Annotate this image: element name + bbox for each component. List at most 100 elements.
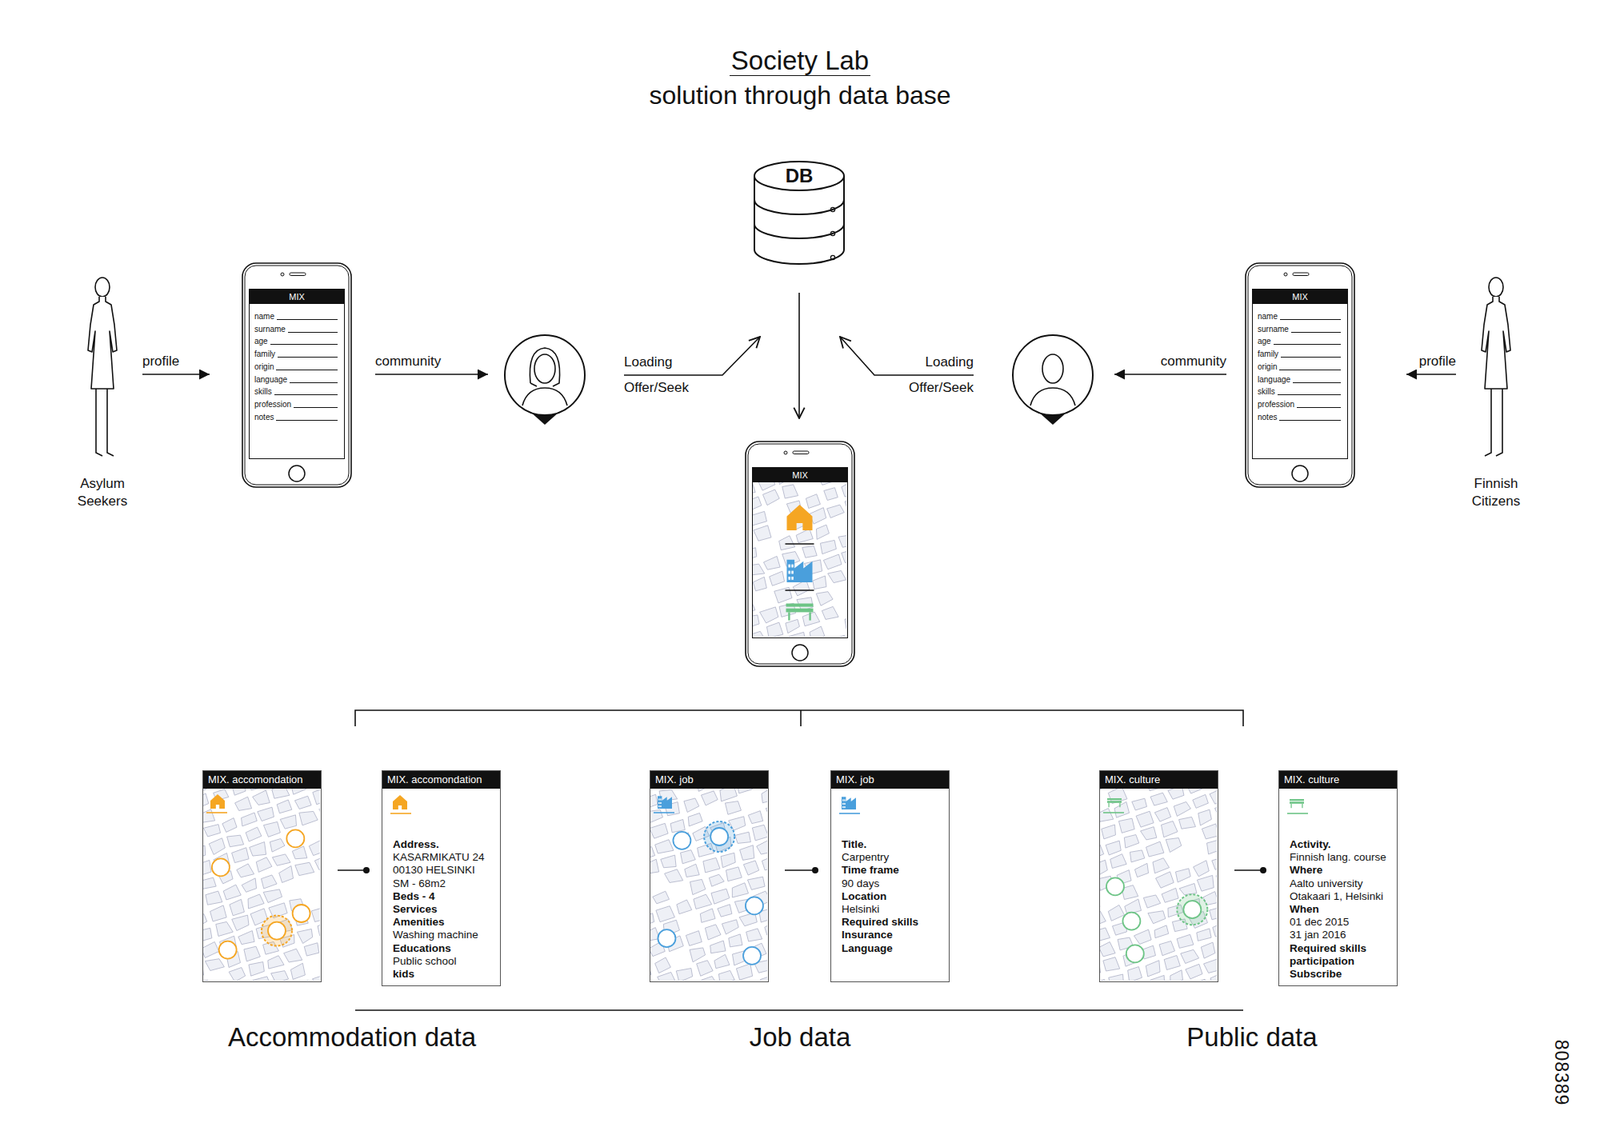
map-block (245, 893, 265, 909)
form-field-line (1273, 344, 1341, 345)
map-block (784, 619, 801, 633)
house-shape (210, 794, 225, 809)
map-block (268, 838, 286, 853)
bench-seat (1107, 800, 1122, 804)
phone-shell (745, 441, 855, 667)
house-shape (787, 504, 813, 531)
map-block (248, 842, 268, 860)
map-block (203, 977, 211, 981)
form-field-line (1291, 332, 1341, 333)
map-halo (261, 916, 292, 947)
map-block (781, 483, 799, 500)
map-block (1216, 937, 1218, 953)
map-block (1174, 868, 1192, 883)
form-field-line (288, 332, 338, 333)
factory-shape (657, 796, 672, 809)
map-block (1152, 925, 1170, 939)
base-line (355, 1009, 1244, 1012)
map-block (764, 921, 768, 936)
phone-speaker (1292, 272, 1309, 276)
card-body: Activity.Finnish lang. courseWhereAalto … (1289, 838, 1394, 981)
map-block (1145, 841, 1164, 858)
connector (1234, 869, 1264, 872)
factory-window (788, 571, 791, 575)
map-block (708, 873, 724, 887)
map-block (247, 960, 266, 977)
map-view (203, 788, 320, 981)
map-block (813, 524, 830, 540)
map-block (1108, 853, 1127, 869)
map-block (756, 482, 776, 492)
factory-window (842, 806, 844, 808)
map-halo (704, 821, 735, 852)
map-block (688, 878, 707, 896)
map-block (777, 535, 796, 552)
profile-phone: MIXnamesurnameagefamilyoriginlanguageski… (241, 262, 352, 488)
map-block (1160, 820, 1178, 838)
map-block (231, 848, 250, 864)
field-value: 90 days (841, 877, 946, 891)
map-block (236, 863, 255, 880)
map-block (700, 790, 718, 806)
connector (1406, 373, 1456, 376)
map-block (1133, 929, 1152, 945)
form-field-label: surname (1252, 324, 1289, 335)
map-card: MIX. job (649, 770, 769, 983)
map-block (724, 866, 743, 883)
map-block (271, 968, 289, 981)
map-block (257, 807, 276, 822)
form-field-label: language (249, 375, 288, 385)
menu-divider (785, 589, 815, 592)
avatar-circle (504, 335, 585, 416)
bench-leg (1301, 804, 1303, 808)
house-icon (392, 795, 408, 810)
form-field-label: skills (249, 387, 272, 397)
form-row: skills (1252, 385, 1348, 397)
map-block (1100, 788, 1104, 794)
card-header: MIX. accomondation (382, 771, 500, 789)
field-heading: Title. (841, 838, 946, 852)
person-figure: Finnish Citizens (1456, 275, 1536, 516)
factory-icon (841, 796, 856, 810)
map-pin (743, 947, 761, 965)
map-block (203, 793, 210, 809)
field-heading: Activity. (1289, 838, 1394, 852)
map-block (203, 876, 216, 891)
map-block (284, 948, 303, 965)
map-block (222, 884, 241, 900)
form-field-label: surname (249, 324, 286, 335)
field-heading: Language (841, 942, 946, 956)
map-phone: MIX (744, 440, 856, 668)
map-block (700, 976, 719, 981)
map-block (231, 788, 247, 796)
map-block (312, 788, 320, 805)
icon-underline (390, 812, 412, 815)
sheet-number: 808389 (1551, 1040, 1572, 1107)
factory-icon (787, 560, 813, 583)
factory-window (788, 564, 791, 568)
card-header: MIX. job (831, 771, 949, 789)
map-block (650, 963, 652, 980)
map-block (1200, 942, 1217, 959)
map-blocks (203, 788, 320, 981)
map-pin (657, 929, 676, 948)
factory-window (658, 802, 660, 804)
screen-header: MIX (1252, 289, 1348, 304)
form-field-label: name (249, 312, 275, 322)
map-block (765, 804, 768, 820)
form-row: family (1252, 348, 1348, 360)
map-block (271, 788, 290, 800)
map-block (1201, 824, 1217, 840)
field-value: 31 jan 2016 (1289, 928, 1394, 942)
map-block (272, 852, 291, 868)
map-block (768, 571, 786, 586)
map-block (811, 576, 828, 591)
map-block (752, 600, 756, 615)
factory-shape (787, 560, 813, 583)
form-field-line (1292, 382, 1341, 384)
map-pin (268, 922, 286, 940)
map-blocks (752, 482, 847, 637)
map-block (712, 954, 730, 970)
map-block (1112, 801, 1131, 818)
factory-window (658, 798, 660, 800)
